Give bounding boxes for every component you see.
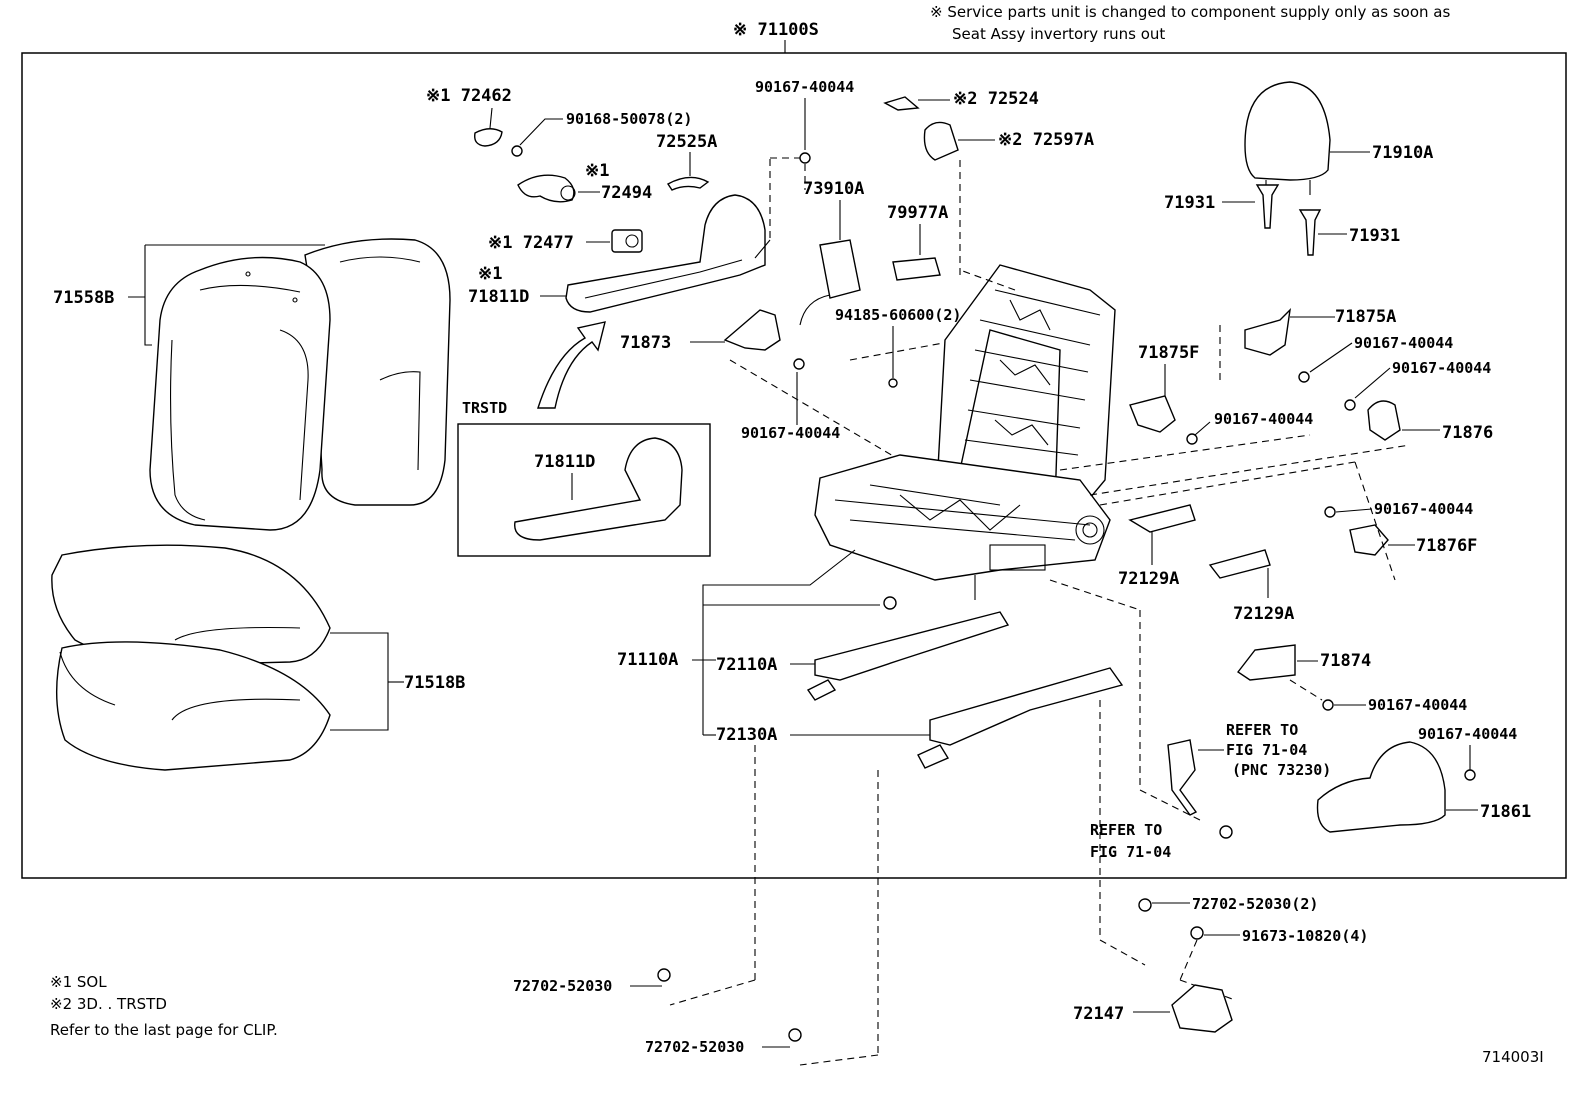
cushion-cover-drawing <box>51 544 331 771</box>
cover-71876-drawing <box>1367 400 1401 441</box>
callout-90167-g: 90167-40044 <box>1368 696 1467 714</box>
callout-71875F: 71875F <box>1138 343 1199 363</box>
footnote-2: ※2 3D. . TRSTD <box>50 995 167 1013</box>
callout-72494: 72494 <box>601 183 652 203</box>
airbag-drawing <box>819 239 861 299</box>
footnote-3: Refer to the last page for CLIP. <box>50 1021 278 1039</box>
callout-90167-b: 90167-40044 <box>741 424 840 442</box>
knob-cap-drawing <box>474 128 503 147</box>
refer-belt-line2: FIG 71-04 <box>1226 741 1307 759</box>
callout-72130A: 72130A <box>716 725 777 745</box>
bolt-drawing <box>511 145 523 157</box>
callout-71811D: 71811D <box>468 287 529 307</box>
cap-72524-drawing <box>883 96 920 111</box>
callout-71876: 71876 <box>1442 423 1493 443</box>
service-note-line1: ※ Service parts unit is changed to compo… <box>930 3 1450 21</box>
seatback-cover-drawing <box>149 238 451 531</box>
callout-72525A: 72525A <box>656 132 717 152</box>
refer-bolt-line2: FIG 71-04 <box>1090 843 1171 861</box>
callout-71811D-mark: ※1 <box>478 264 502 284</box>
cover-71874-drawing <box>1236 644 1296 681</box>
callout-90167-c: 90167-40044 <box>1354 334 1453 352</box>
callout-73910A: 73910A <box>803 179 864 199</box>
refer-belt-line1: REFER TO <box>1226 721 1298 739</box>
belt-anchor-drawing <box>1167 739 1198 816</box>
callout-90167-h: 90167-40044 <box>1418 725 1517 743</box>
headrest-drawing <box>1244 81 1331 181</box>
callout-90167-a: 90167-40044 <box>755 78 854 96</box>
callout-71110A: 71110A <box>617 650 678 670</box>
cover-clip-drawing <box>666 176 710 191</box>
trstd-label: TRSTD <box>462 399 507 417</box>
callout-71518B: 71518B <box>404 673 465 693</box>
bracket-72147-drawing <box>1171 984 1233 1033</box>
rail-72130A-drawing <box>929 667 1124 746</box>
footnote-1: ※1 SOL <box>50 973 107 991</box>
cover-71861-drawing <box>1316 741 1446 833</box>
rail-72110A-drawing <box>814 611 1010 681</box>
callout-91673-10820: 91673-10820(4) <box>1242 927 1368 945</box>
cover-72129A-b-drawing <box>1208 549 1271 579</box>
callout-72129A-a: 72129A <box>1118 569 1179 589</box>
bracket-71873-drawing <box>723 309 781 351</box>
assembly-label: ※ 71100S <box>733 20 819 40</box>
callout-90167-d: 90167-40044 <box>1214 410 1313 428</box>
callout-72524: ※2 72524 <box>953 89 1039 109</box>
trstd-box <box>457 423 711 557</box>
callout-72597A: ※2 72597A <box>998 130 1094 150</box>
callout-72129A-b: 72129A <box>1233 604 1294 624</box>
callout-71910A: 71910A <box>1372 143 1433 163</box>
cover-71875A-drawing <box>1244 308 1291 356</box>
callout-72110A: 72110A <box>716 655 777 675</box>
callout-71931-a: 71931 <box>1164 193 1215 213</box>
callout-72494-mark: ※1 <box>585 161 609 181</box>
service-note-line2: Seat Assy invertory runs out <box>952 25 1165 43</box>
callout-71876F: 71876F <box>1416 536 1477 556</box>
callout-94185-60600: 94185-60600(2) <box>835 306 961 324</box>
assembly-frame <box>21 52 1567 879</box>
callout-79977A: 79977A <box>887 203 948 223</box>
headrest-guide-a <box>1255 184 1280 229</box>
label-drawing <box>892 257 941 281</box>
callout-72147: 72147 <box>1073 1004 1124 1024</box>
shield-71811D-drawing <box>565 194 766 313</box>
callout-71558B: 71558B <box>53 288 114 308</box>
recliner-handle-drawing <box>517 174 575 203</box>
cover-72129A-a-drawing <box>1128 504 1196 533</box>
callout-71931-b: 71931 <box>1349 226 1400 246</box>
callout-72702-52030-b: 72702-52030 <box>513 977 612 995</box>
shield-trstd-drawing <box>514 437 683 541</box>
callout-71875A: 71875A <box>1335 307 1396 327</box>
callout-72702-52030-a: 72702-52030(2) <box>1192 895 1318 913</box>
cover-72597A-drawing <box>923 121 959 161</box>
seat-frame-drawing <box>814 264 1116 600</box>
cover-71876F-drawing <box>1349 524 1389 556</box>
headrest-guide-b <box>1298 209 1322 256</box>
callout-71861: 71861 <box>1480 802 1531 822</box>
callout-72477: ※1 72477 <box>488 233 574 253</box>
callout-71873: 71873 <box>620 333 671 353</box>
callout-72702-52030-c: 72702-52030 <box>645 1038 744 1056</box>
callout-90167-e: 90167-40044 <box>1392 359 1491 377</box>
cover-71875F-drawing <box>1129 395 1176 433</box>
callout-90168-50078: 90168-50078(2) <box>566 110 692 128</box>
trstd-arrow <box>537 321 606 409</box>
refer-bolt-line1: REFER TO <box>1090 821 1162 839</box>
refer-belt-line3: (PNC 73230) <box>1232 761 1331 779</box>
callout-90167-f: 90167-40044 <box>1374 500 1473 518</box>
callout-72462: ※1 72462 <box>426 86 512 106</box>
callout-71874: 71874 <box>1320 651 1371 671</box>
figure-number: 714003I <box>1482 1048 1544 1066</box>
callout-71811D-trstd: 71811D <box>534 452 595 472</box>
